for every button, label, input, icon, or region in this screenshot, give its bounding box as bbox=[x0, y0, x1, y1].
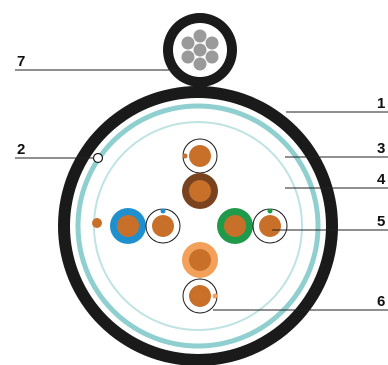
copper-core bbox=[189, 249, 211, 271]
pair-orange bbox=[182, 242, 218, 314]
stripe-mark bbox=[267, 208, 273, 214]
pair-blue bbox=[110, 208, 181, 244]
callout-label-2: 2 bbox=[17, 141, 25, 158]
jacket-inner-area bbox=[70, 98, 326, 354]
messenger-strand bbox=[204, 35, 220, 51]
drain-wire bbox=[92, 152, 104, 164]
copper-core bbox=[189, 285, 211, 307]
pair-green bbox=[217, 208, 288, 244]
messenger-strand bbox=[192, 28, 208, 44]
messenger-wire bbox=[163, 13, 237, 87]
callout-label-1: 1 bbox=[377, 95, 385, 112]
callout-label-4: 4 bbox=[377, 171, 386, 188]
stripe-mark bbox=[182, 153, 188, 159]
callout-label-5: 5 bbox=[377, 213, 385, 230]
callout-label-7: 7 bbox=[17, 53, 25, 70]
messenger-strand bbox=[192, 56, 208, 72]
messenger-strand bbox=[180, 35, 196, 51]
copper-core bbox=[224, 215, 246, 237]
messenger-strand bbox=[180, 49, 196, 65]
messenger-strand bbox=[204, 49, 220, 65]
copper-core bbox=[189, 145, 211, 167]
stripe-mark bbox=[212, 293, 218, 299]
copper-core bbox=[189, 180, 211, 202]
shield-layer bbox=[75, 103, 321, 349]
copper-core bbox=[259, 215, 281, 237]
copper-core bbox=[152, 215, 174, 237]
pair-brown bbox=[182, 138, 218, 209]
rip-cord bbox=[92, 218, 102, 228]
callout-label-6: 6 bbox=[377, 293, 385, 310]
stripe-mark bbox=[160, 208, 166, 214]
copper-core bbox=[117, 215, 139, 237]
callout-label-3: 3 bbox=[377, 140, 385, 157]
